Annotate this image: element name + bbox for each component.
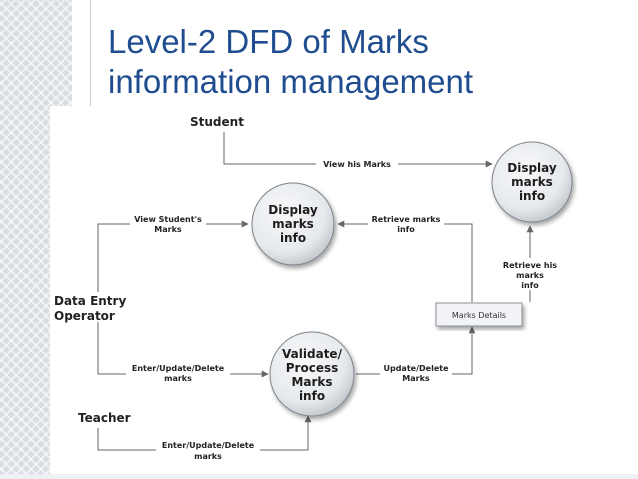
process-display-marks-right: Display marks info [491,141,573,223]
data-store-label: Marks Details [452,311,506,320]
flow-label-view-his-marks: View his Marks [323,160,391,169]
flow-label-enter-update-delete-operator-2: marks [164,374,192,383]
entity-data-entry-line-2: Operator [54,309,115,323]
flow-retrieve-marks-info [337,220,473,302]
flow-view-students-marks [97,220,249,292]
flow-label-update-delete-marks-2: Marks [402,374,430,383]
flow-label-retrieve-his-marks-info-3: info [521,281,539,290]
flow-view-his-marks [223,132,493,168]
decorative-bottom-rule [0,474,638,479]
process-display-left-line-2: marks [272,217,314,231]
process-display-left-line-1: Display [268,203,318,217]
process-validate-line-4: info [299,389,325,403]
dfd-diagram: Student Data Entry Operator Teacher Disp… [54,115,573,461]
slide-title: Level-2 DFD of Marks information managem… [108,22,473,102]
process-validate-marks: Validate/ Process Marks info [269,331,355,417]
flow-label-enter-update-delete-operator-1: Enter/Update/Delete [132,364,225,373]
process-display-marks-left: Display marks info [251,182,335,266]
process-display-left-line-3: info [280,231,306,245]
process-validate-line-2: Process [286,361,339,375]
entity-teacher: Teacher [78,411,131,425]
dfd-diagram-panel: Student Data Entry Operator Teacher Disp… [50,106,620,474]
slide-title-line-2: information management [108,63,474,100]
flow-label-enter-update-delete-teacher-1: Enter/Update/Delete [162,441,255,450]
slide-title-line-1: Level-2 DFD of Marks [108,23,429,60]
flow-label-retrieve-his-marks-info-1: Retrieve his [503,261,557,270]
flow-label-retrieve-marks-info-1: Retrieve marks [372,215,441,224]
process-display-right-line-3: info [519,189,545,203]
flow-label-enter-update-delete-teacher-2: marks [194,452,222,461]
process-validate-line-1: Validate/ [282,347,343,361]
flow-label-update-delete-marks-1: Update/Delete [383,364,449,373]
flow-label-retrieve-marks-info-2: info [397,225,415,234]
process-display-right-line-2: marks [511,175,553,189]
entity-student: Student [190,115,244,129]
process-validate-line-3: Marks [291,375,332,389]
flow-label-view-students-marks-2: Marks [154,225,182,234]
entity-data-entry-line-1: Data Entry [54,294,126,308]
data-store-marks-details: Marks Details [435,302,523,327]
flow-label-view-students-marks-1: View Student's [134,215,202,224]
flow-label-retrieve-his-marks-info-2: marks [516,271,544,280]
process-display-right-line-1: Display [507,161,557,175]
